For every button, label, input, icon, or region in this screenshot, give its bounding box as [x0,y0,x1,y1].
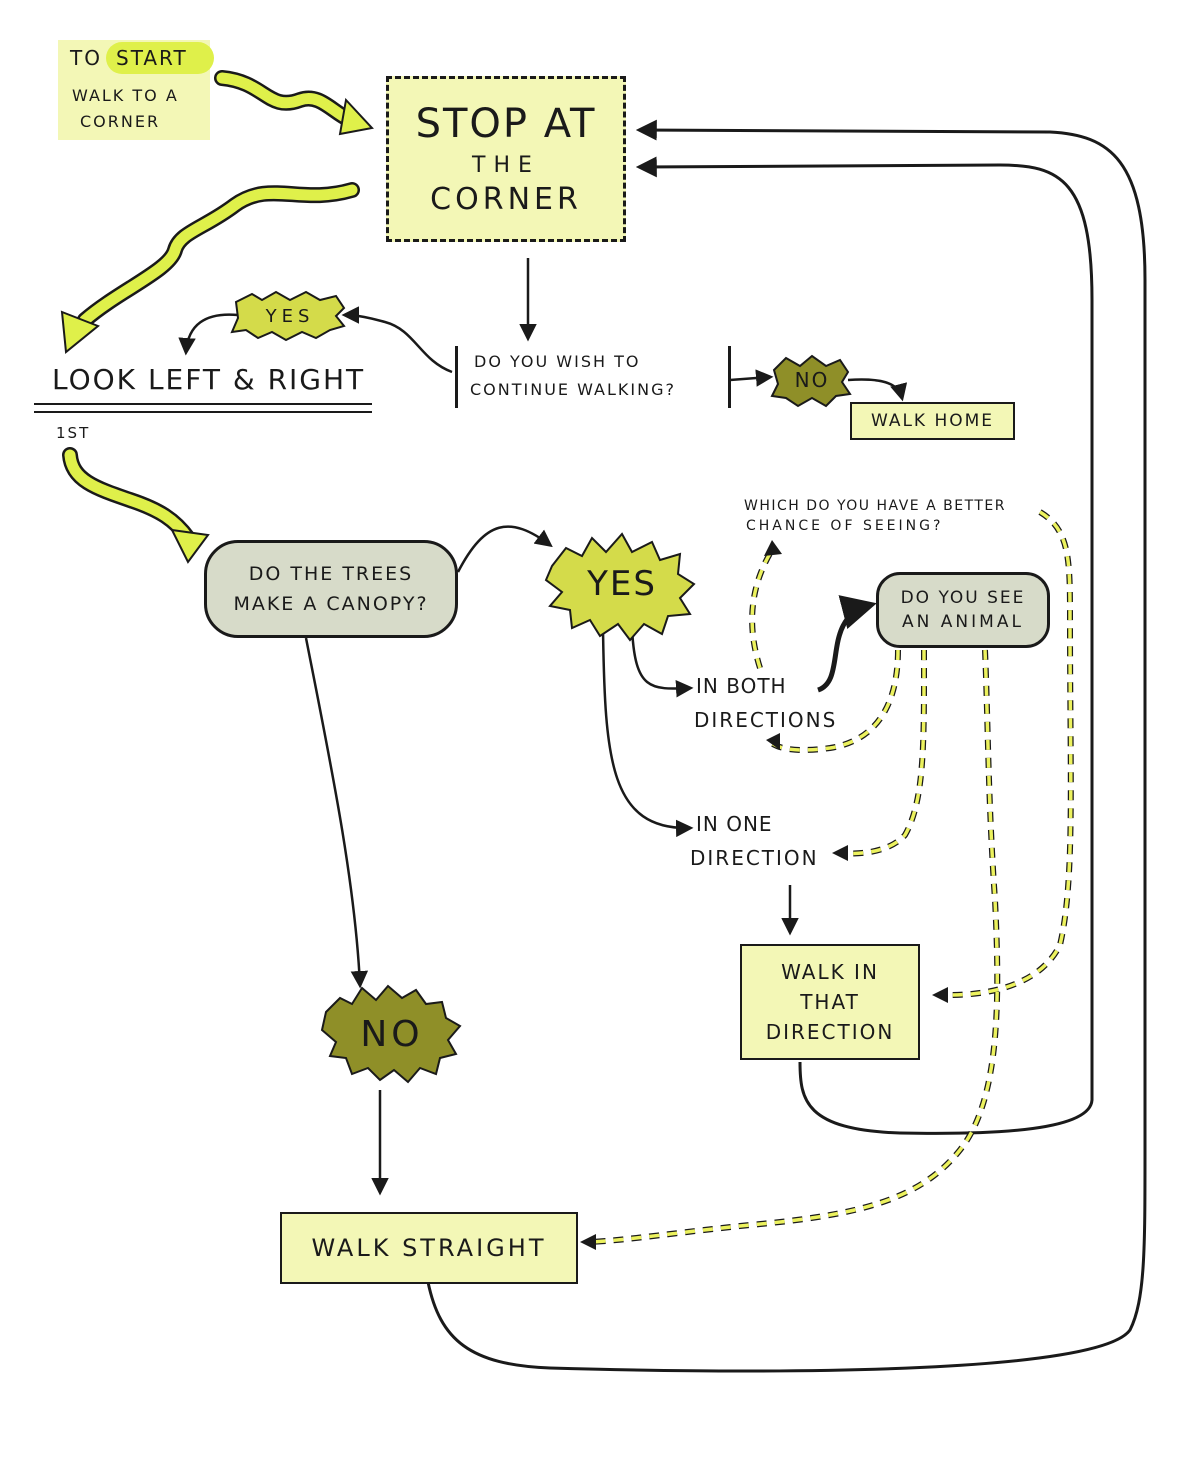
walk-straight-box: WALK STRAIGHT [280,1212,578,1284]
canopy-line2: MAKE A CANOPY? [233,593,429,615]
arrow-yes-to-one [601,629,694,838]
loop-walk-that-to-stop [635,156,1094,1135]
yes-canopy-burst [544,532,696,642]
arrow-question-to-yes [341,306,453,374]
stop-line3: CORNER [430,182,582,217]
yes-canopy-label: YES [587,564,657,604]
arrow-yes-to-look [178,313,239,356]
start-walk-line1: WALK TO A [72,86,179,105]
arrow-both-to-animal [816,595,877,693]
start-highlight [106,42,214,74]
canopy-line1: DO THE TREES [248,563,414,585]
start-to-text: TO [70,46,102,70]
stop-line1: STOP AT [415,101,597,147]
one-direction-line2: DIRECTION [690,846,819,870]
walk-straight-text: WALK STRAIGHT [311,1234,547,1262]
better-chance-line1: WHICH DO YOU HAVE A BETTER [744,498,1006,514]
arrow-question-to-no [729,369,774,387]
continue-line2: CONTINUE WALKING? [470,380,676,399]
better-chance-line2: CHANCE OF SEEING? [746,518,944,534]
walk-that-line2: THAT [800,990,860,1014]
both-directions-line2: DIRECTIONS [694,708,838,732]
walk-that-line3: DIRECTION [765,1020,895,1044]
no-canopy-burst [320,984,462,1084]
first-label: 1ST [56,424,91,442]
animal-line2: AN ANIMAL [902,612,1024,632]
arrow-canopy-to-no [304,637,369,989]
no-continue-burst [770,354,852,408]
walk-home-text: WALK HOME [870,411,995,431]
start-start-text: START [116,46,188,70]
animal-line1: DO YOU SEE [900,588,1026,608]
arrow-canopy-to-yes [456,525,553,573]
no-canopy-label: NO [360,1013,424,1055]
walk-home-box: WALK HOME [850,402,1015,440]
no-continue-label: NO [794,368,830,392]
both-directions-line1: IN BOTH [696,674,787,698]
stop-at-corner-box: STOP AT THE CORNER [386,76,626,242]
loop-walk-straight-to-stop [426,119,1147,1373]
start-walk-line2: CORNER [80,112,161,131]
arrow-yes-to-both [630,627,694,698]
walk-in-that-direction-box: WALK IN THAT DIRECTION [740,944,920,1060]
animal-question-pill: DO YOU SEE AN ANIMAL [876,572,1050,648]
arrow-no-to-walk-home [847,378,908,402]
stop-line2: THE [472,153,540,178]
yes-continue-label: YES [265,305,315,327]
look-left-right-text: LOOK LEFT & RIGHT [52,363,366,396]
one-direction-line1: IN ONE [696,812,773,836]
continue-line1: DO YOU WISH TO [474,352,641,371]
continue-question-bracket [455,346,731,408]
walk-that-line1: WALK IN [781,960,879,984]
canopy-question-pill: DO THE TREES MAKE A CANOPY? [204,540,458,638]
yes-continue-burst [230,290,346,342]
